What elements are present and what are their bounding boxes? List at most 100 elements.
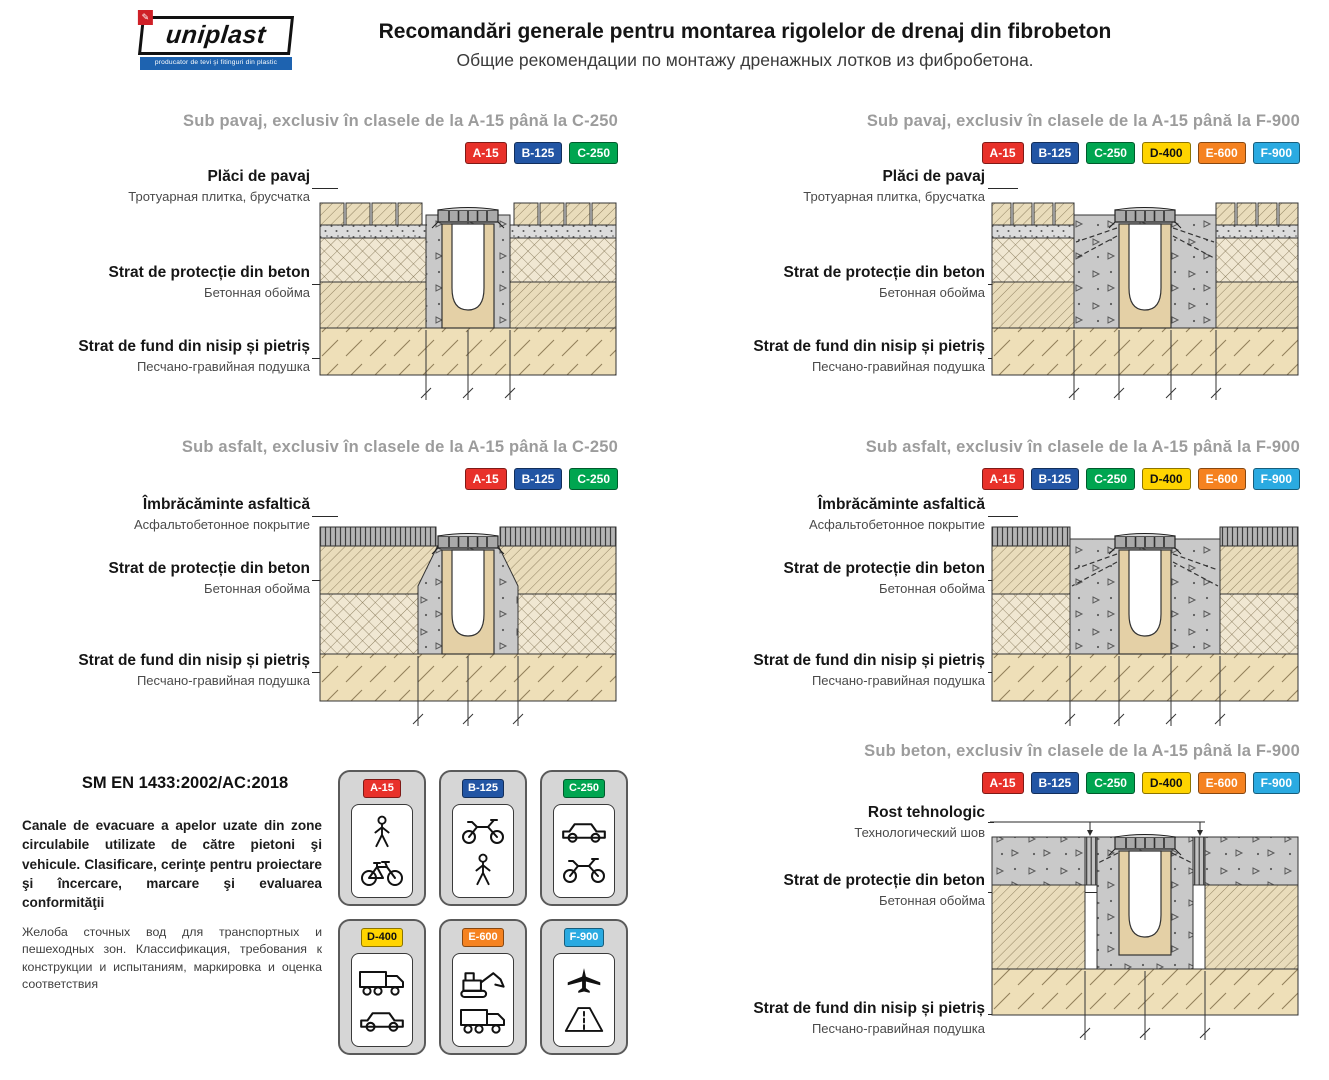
class-badge-f900: F-900 bbox=[1252, 468, 1300, 490]
class-badge-f900: F-900 bbox=[563, 928, 605, 947]
layer-label-asfalt: Îmbrăcăminte asfaltică Асфальтобетонное … bbox=[705, 496, 985, 532]
leader-line bbox=[988, 188, 1018, 189]
layer-label-ro: Îmbrăcăminte asfaltică bbox=[142, 496, 310, 513]
layer-label-nisip: Strat de fund din nisip și pietriș Песча… bbox=[20, 338, 310, 374]
diagram-sub-pavaj-f900 bbox=[991, 202, 1299, 400]
class-badge-a15: A-15 bbox=[464, 468, 507, 490]
pen-icon: ✎ bbox=[137, 10, 153, 25]
class-card-d400: D-400 bbox=[338, 919, 426, 1055]
class-badge-b125: B-125 bbox=[1030, 772, 1080, 794]
class-card-a15: A-15 bbox=[338, 770, 426, 906]
car-icon bbox=[360, 1012, 404, 1032]
layer-label-ru: Асфальтобетонное покрытие bbox=[133, 517, 310, 532]
excavator-icon bbox=[460, 971, 505, 998]
standard-text-ro: Canale de evacuare a apelor uzate din zo… bbox=[22, 818, 322, 911]
class-card-c250: C-250 bbox=[540, 770, 628, 906]
layer-label-ro: Strat de protecție din beton bbox=[783, 872, 985, 889]
layer-label-ru: Песчано-гравийная подушка bbox=[811, 1021, 985, 1036]
class-badge-b125: B-125 bbox=[513, 468, 563, 490]
class-badge-d400: D-400 bbox=[1141, 142, 1191, 164]
layer-label-ro: Rost tehnologic bbox=[867, 804, 985, 821]
layer-label-ro: Îmbrăcăminte asfaltică bbox=[817, 496, 985, 513]
page-title: Recomandări generale pentru montarea rig… bbox=[378, 20, 1112, 43]
layer-label-ru: Песчано-гравийная подушка bbox=[136, 359, 310, 374]
class-badges-row: A-15 B-125 C-250 bbox=[464, 142, 618, 164]
layer-label-ro: Strat de fund din nisip și pietriș bbox=[753, 338, 985, 355]
section-sub-asfalt-f900: Sub asfalt, exclusiv în clasele de la A-… bbox=[705, 438, 1302, 764]
class-badge-e600: E-600 bbox=[1197, 142, 1246, 164]
layer-label-ru: Песчано-гравийная подушка bbox=[811, 673, 985, 688]
page-header: Recomandări generale pentru montarea rig… bbox=[260, 20, 1230, 71]
leader-line bbox=[312, 188, 338, 189]
pedestrian-icon bbox=[374, 815, 390, 848]
class-badge-f900: F-900 bbox=[1252, 142, 1300, 164]
layer-label-ru: Бетонная обойма bbox=[879, 893, 985, 908]
section-sub-pavaj-c250: Sub pavaj, exclusiv în clasele de la A-1… bbox=[20, 112, 620, 438]
layer-label-beton: Strat de protecție din beton Бетонная об… bbox=[705, 264, 985, 300]
card-panel bbox=[452, 953, 514, 1047]
layer-label-beton: Strat de protecție din beton Бетонная об… bbox=[20, 264, 310, 300]
car-icon bbox=[562, 823, 606, 843]
motorcycle-icon bbox=[563, 858, 605, 883]
layer-label-ro: Strat de fund din nisip și pietriș bbox=[753, 1000, 985, 1017]
diagram-sub-beton-f900 bbox=[990, 821, 1299, 1040]
layer-label-rost: Rost tehnologic Технологический шов bbox=[705, 804, 985, 840]
layer-label-ro: Strat de protecție din beton bbox=[108, 560, 310, 577]
class-card-f900: F-900 bbox=[540, 919, 628, 1055]
class-badge-b125: B-125 bbox=[462, 779, 504, 798]
class-card-e600: E-600 bbox=[439, 919, 527, 1055]
class-badges-row: A-15 B-125 C-250 D-400 E-600 F-900 bbox=[981, 772, 1300, 794]
class-badge-a15: A-15 bbox=[981, 142, 1024, 164]
section-title: Sub asfalt, exclusiv în clasele de la A-… bbox=[865, 438, 1300, 456]
standard-code: SM EN 1433:2002/AC:2018 bbox=[81, 774, 289, 792]
class-badges-row: A-15 B-125 C-250 D-400 E-600 F-900 bbox=[981, 142, 1300, 164]
class-badge-b125: B-125 bbox=[1030, 468, 1080, 490]
class-badge-e600: E-600 bbox=[462, 928, 504, 947]
section-sub-beton-f900: Sub beton, exclusiv în clasele de la A-1… bbox=[705, 742, 1302, 1080]
layer-label-ro: Strat de protecție din beton bbox=[783, 560, 985, 577]
diagram-sub-asfalt-c250 bbox=[319, 526, 617, 726]
layer-label-ru: Бетонная обойма bbox=[204, 285, 310, 300]
card-panel bbox=[452, 804, 514, 898]
layer-label-ro: Strat de fund din nisip și pietriș bbox=[78, 652, 310, 669]
class-badge-c250: C-250 bbox=[569, 142, 618, 164]
layer-label-ru: Технологический шов bbox=[854, 825, 985, 840]
layer-label-ro: Plăci de pavaj bbox=[207, 168, 310, 185]
layer-label-ro: Plăci de pavaj bbox=[882, 168, 985, 185]
class-badge-f900: F-900 bbox=[1252, 772, 1300, 794]
layer-label-beton: Strat de protecție din beton Бетонная об… bbox=[20, 560, 310, 596]
layer-label-ru: Асфальтобетонное покрытие bbox=[808, 517, 985, 532]
layer-label-nisip: Strat de fund din nisip și pietriș Песча… bbox=[20, 652, 310, 688]
class-badge-c250: C-250 bbox=[563, 779, 605, 798]
layer-label-beton: Strat de protecție din beton Бетонная об… bbox=[705, 872, 985, 908]
runway-icon bbox=[564, 1006, 604, 1032]
class-badge-d400: D-400 bbox=[1141, 772, 1191, 794]
layer-label-nisip: Strat de fund din nisip și pietriș Песча… bbox=[705, 652, 985, 688]
layer-label-nisip: Strat de fund din nisip și pietriș Песча… bbox=[705, 338, 985, 374]
truck-icon bbox=[460, 1009, 505, 1034]
card-panel bbox=[351, 953, 413, 1047]
class-badge-d400: D-400 bbox=[361, 928, 403, 947]
diagram-sub-pavaj-c250 bbox=[319, 202, 617, 400]
class-badge-a15: A-15 bbox=[363, 779, 401, 798]
standard-block: SM EN 1433:2002/AC:2018 Canale de evacua… bbox=[20, 742, 660, 1080]
layer-label-ro: Strat de protecție din beton bbox=[108, 264, 310, 281]
card-panel bbox=[553, 804, 615, 898]
layer-label-ru: Тротуарная плитка, брусчатка bbox=[128, 189, 310, 204]
class-badge-b125: B-125 bbox=[513, 142, 563, 164]
class-badge-b125: B-125 bbox=[1030, 142, 1080, 164]
class-badge-c250: C-250 bbox=[1086, 772, 1135, 794]
class-badge-e600: E-600 bbox=[1197, 772, 1246, 794]
layer-label-ru: Бетонная обойма bbox=[204, 581, 310, 596]
layer-label-ru: Бетонная обойма bbox=[879, 285, 985, 300]
card-panel bbox=[351, 804, 413, 898]
class-badge-a15: A-15 bbox=[981, 772, 1024, 794]
standard-text-ru: Желоба сточных вод для транспортных и пе… bbox=[22, 925, 322, 992]
layer-label-ru: Тротуарная плитка, брусчатка bbox=[803, 189, 985, 204]
layer-label-asfalt: Îmbrăcăminte asfaltică Асфальтобетонное … bbox=[20, 496, 310, 532]
layer-label-ro: Strat de fund din nisip și pietriș bbox=[753, 652, 985, 669]
truck-icon bbox=[359, 971, 404, 996]
class-badge-c250: C-250 bbox=[569, 468, 618, 490]
uniplast-logo: ✎ uniplast producator de tevi şi fitingu… bbox=[137, 10, 295, 70]
